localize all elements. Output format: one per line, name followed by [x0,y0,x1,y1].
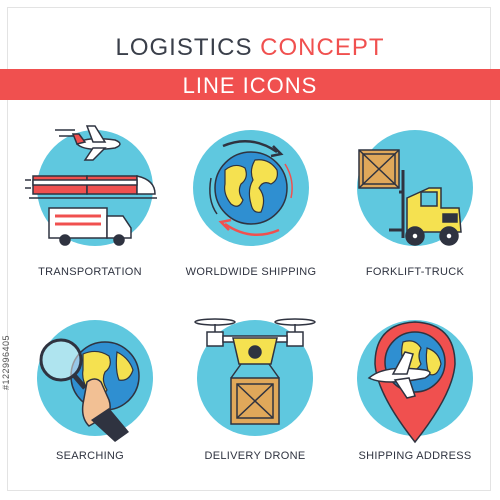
searching-icon [25,308,165,448]
frame-border [7,7,491,491]
label-delivery-drone: DELIVERY DRONE [204,450,306,462]
shipping-address-icon [345,308,485,448]
label-transportation: TRANSPORTATION [38,266,142,278]
transportation-icon [25,118,165,258]
title-main: LOGISTICS [115,34,253,61]
stock-id-text: #122996405 [1,334,11,390]
forklift-truck-icon [345,118,485,258]
page-title: LOGISTICS CONCEPT [0,34,500,62]
label-forklift-truck: FORKLIFT-TRUCK [365,266,465,278]
banner-bar [0,69,500,100]
worldwide-shipping-icon [181,118,321,258]
title-accent: CONCEPT [260,34,385,61]
delivery-drone-icon [185,308,325,448]
label-shipping-address: SHIPPING ADDRESS [358,450,472,462]
label-worldwide-shipping: WORLDWIDE SHIPPING [185,266,317,278]
banner-text: LINE ICONS [182,73,318,98]
label-searching: SEARCHING [55,450,125,462]
